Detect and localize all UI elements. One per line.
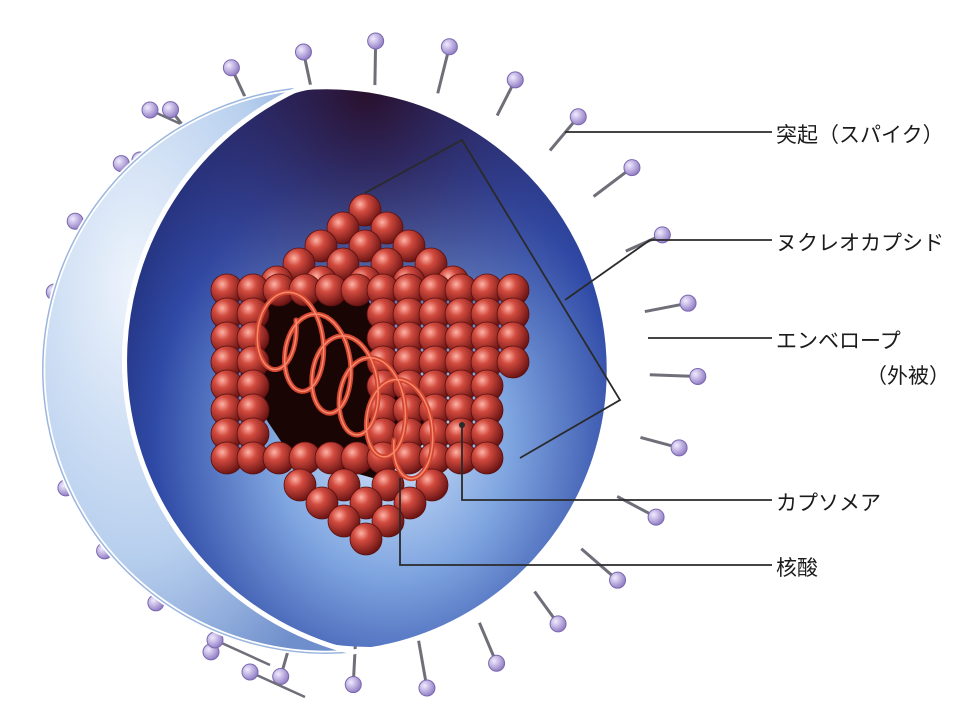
spike bbox=[650, 368, 706, 384]
label-nucleic-acid: 核酸 bbox=[776, 552, 818, 582]
label-spike: 突起（スパイク） bbox=[776, 119, 944, 149]
spike bbox=[535, 592, 567, 632]
spike bbox=[640, 437, 687, 455]
spike bbox=[419, 641, 435, 696]
label-capsomere: カプソメア bbox=[776, 487, 881, 517]
capsomere-pointer-dot bbox=[459, 422, 465, 428]
spike bbox=[594, 160, 640, 197]
spike bbox=[368, 33, 384, 85]
spike bbox=[581, 549, 625, 588]
label-envelope: エンベロープ bbox=[776, 325, 901, 355]
spike bbox=[550, 109, 586, 151]
spike bbox=[645, 295, 696, 311]
capsomere bbox=[350, 523, 382, 555]
label-nucleocapsid: ヌクレオカプシド bbox=[776, 227, 944, 257]
capsomere bbox=[471, 442, 503, 474]
label-envelope-sub: （外被） bbox=[866, 360, 950, 390]
spike bbox=[497, 72, 523, 116]
capsomere bbox=[497, 346, 529, 378]
spike bbox=[295, 44, 311, 91]
spike bbox=[438, 39, 458, 94]
spike bbox=[626, 227, 671, 251]
spike bbox=[479, 623, 504, 672]
